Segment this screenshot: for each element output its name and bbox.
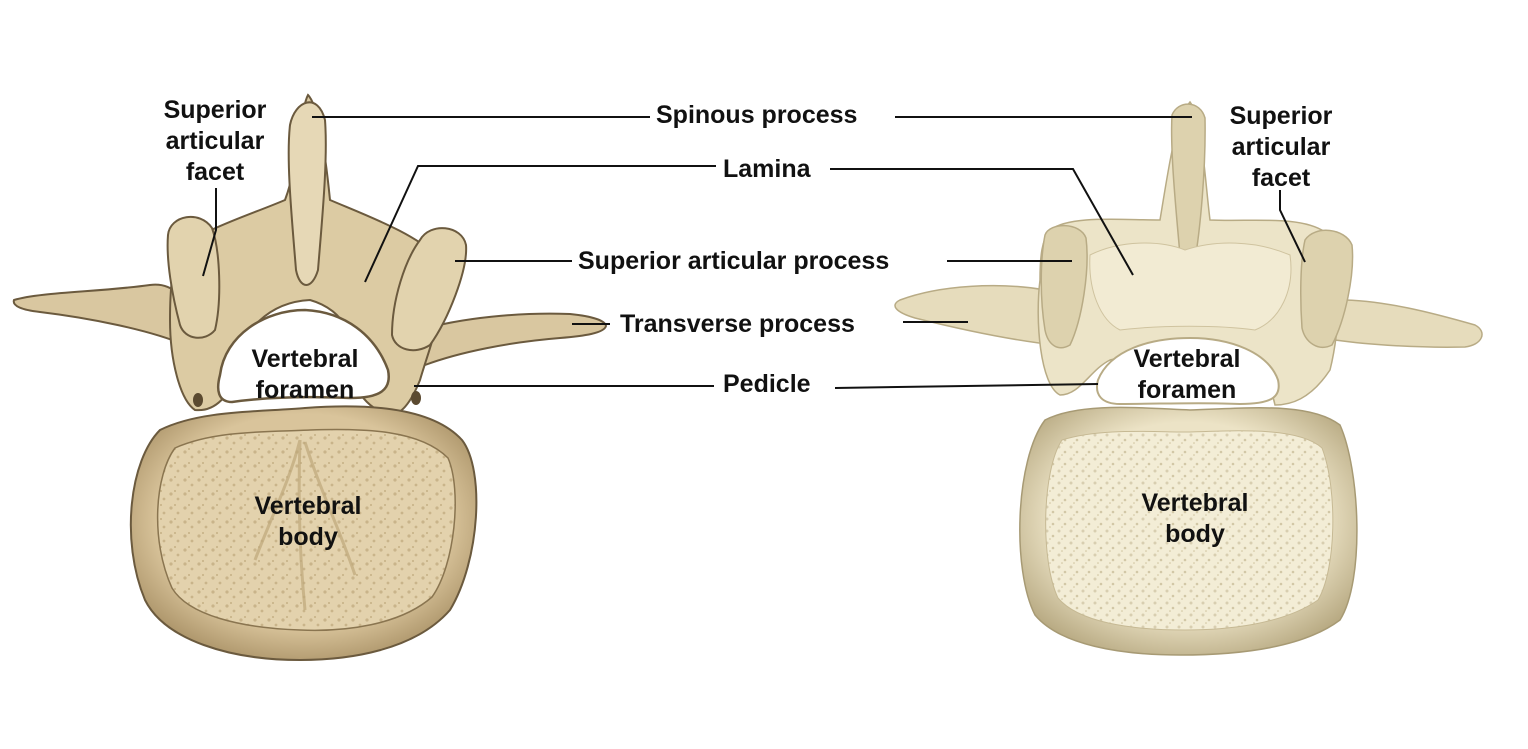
left-transverse-process-illustration [12,283,192,347]
label-line: articular [165,127,265,155]
photographic-vertebra [894,100,1483,656]
label-pedicle: Pedicle [723,370,811,398]
spinous-process-illustration [287,101,327,286]
vertebral-body-spongy-photo [1045,430,1334,631]
left-transverse-process-photo [894,284,1061,346]
label-vertebral-foramen-left: Vertebral foramen [240,344,370,406]
right-superior-articular-process-illustration [390,227,468,352]
label-vertebral-body-left: Vertebral body [243,491,373,553]
label-line: Vertebral [1141,489,1249,517]
label-lamina: Lamina [723,155,811,183]
label-vertebral-body-right: Vertebral body [1130,488,1260,550]
label-superior-articular-facet-right: Superior articular facet [1216,101,1346,194]
right-transverse-process-illustration [418,312,608,367]
lamina-photo [1089,242,1292,331]
label-line: Superior [163,96,267,124]
left-superior-articular-process-photo [1040,224,1088,349]
label-line: body [278,523,338,551]
illustrated-vertebra [12,93,608,662]
label-vertebral-foramen-right: Vertebral foramen [1122,344,1252,406]
label-line: Vertebral [254,492,362,520]
leader-lamina-left [364,165,716,283]
label-line: facet [185,158,245,186]
label-line: Superior [1229,102,1333,130]
leader-pedicle-right [834,383,1099,389]
leader-superior-articular-facet-right [1279,190,1306,263]
label-line: foramen [1137,376,1237,404]
label-line: Vertebral [1133,345,1241,373]
label-superior-articular-process: Superior articular process [578,247,890,275]
label-spinous-process: Spinous process [656,101,858,129]
right-pedicle-foramen-illustration [411,391,421,405]
leader-superior-articular-facet-left [202,188,217,277]
leader-lines [202,116,1306,389]
leader-lamina-right [830,168,1134,276]
label-line: articular [1231,133,1331,161]
left-superior-articular-process-illustration [166,215,221,339]
vertebral-body-trabecular-lines [253,439,357,611]
label-line: Vertebral [251,345,359,373]
vertebral-body-spongy-illustration [156,428,456,632]
label-line: body [1165,520,1225,548]
label-superior-articular-facet-left: Superior articular facet [150,95,280,188]
label-line: facet [1251,164,1311,192]
label-line: foramen [255,376,355,404]
right-transverse-process-photo [1329,299,1483,348]
vertebral-foramen-photo [1096,336,1280,406]
right-superior-articular-process-photo [1300,229,1354,349]
label-transverse-process: Transverse process [620,310,855,338]
vertebral-foramen-illustration [216,308,390,404]
left-pedicle-foramen-illustration [193,393,203,407]
